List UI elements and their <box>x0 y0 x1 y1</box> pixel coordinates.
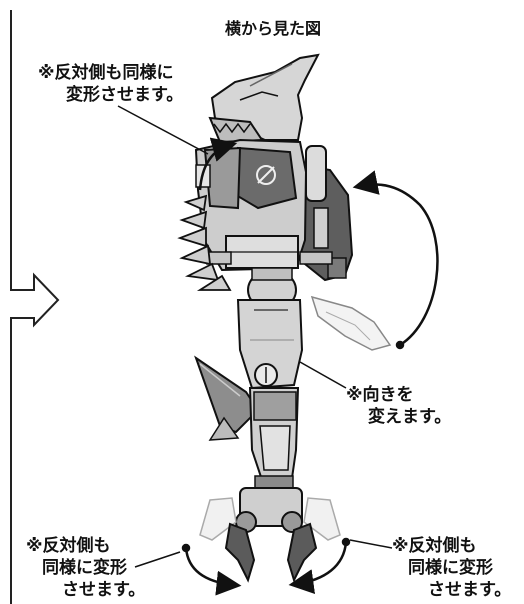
note-line: ※反対側も同様に <box>38 63 174 83</box>
note-rotate-knee: ※向きを 変えます。 <box>346 384 451 428</box>
shin-fin <box>194 355 260 441</box>
diagram-title: 横から見た図 <box>225 19 322 38</box>
note-line: 同様に変形 <box>408 558 493 578</box>
knee-knob <box>254 363 278 387</box>
note-line: ※向きを <box>346 385 414 405</box>
note-line: ※反対側も <box>392 536 477 556</box>
step-arrow <box>10 10 60 604</box>
note-line: させます。 <box>428 580 512 600</box>
leader-lines <box>117 105 393 568</box>
note-line: させます。 <box>62 580 146 600</box>
lower-leg <box>248 387 300 491</box>
note-line: ※反対側も <box>26 536 111 556</box>
note-line: 変形させます。 <box>66 85 184 105</box>
rotated-blade <box>310 295 392 351</box>
foot-claws <box>199 487 341 583</box>
note-claw-right: ※反対側も 同様に変形 させます。 <box>392 535 511 601</box>
note-line: 同様に変形 <box>42 558 127 578</box>
thigh <box>236 299 304 390</box>
note-claw-left: ※反対側も 同様に変形 させます。 <box>26 535 145 601</box>
spike-fin <box>177 194 232 291</box>
rotation-arrows <box>181 137 439 596</box>
shark-head <box>208 53 320 144</box>
torso <box>194 138 333 272</box>
note-head-mirror: ※反対側も同様に 変形させます。 <box>38 62 183 106</box>
note-line: 変えます。 <box>368 407 452 427</box>
